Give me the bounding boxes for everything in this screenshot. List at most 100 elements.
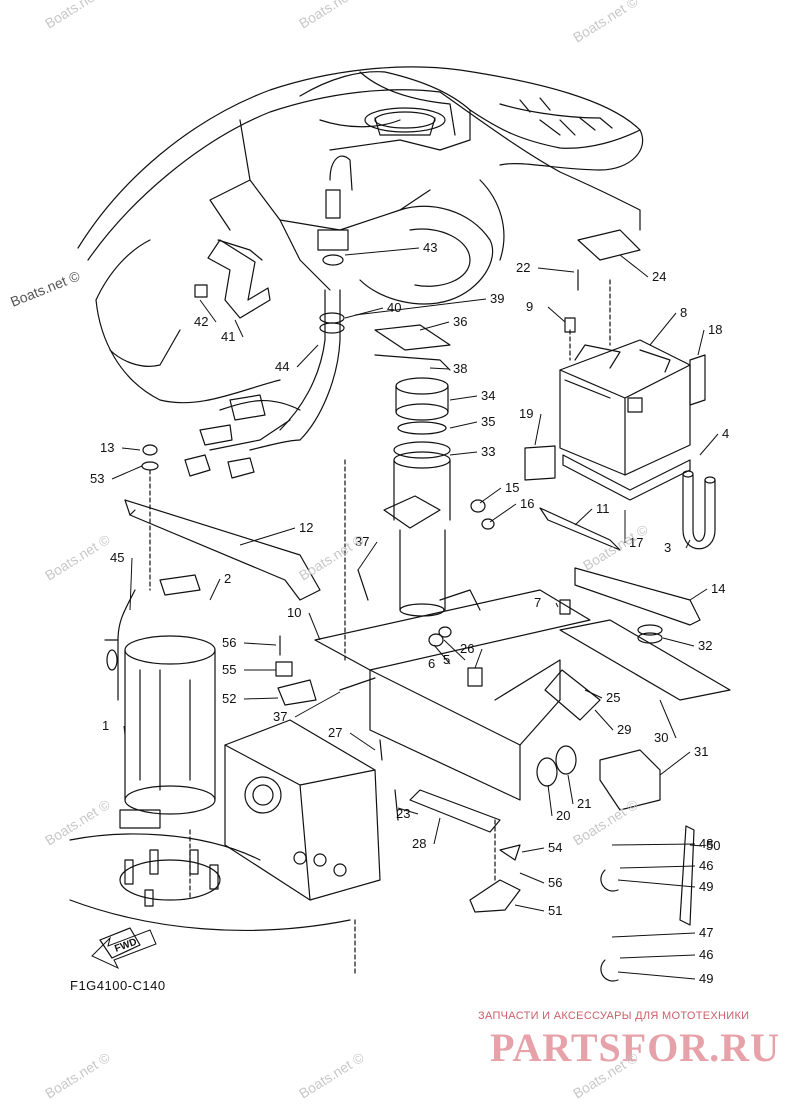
part-number-51: 51 <box>548 903 562 918</box>
bracket-31 <box>599 749 661 811</box>
callout-leader-46 <box>619 865 696 869</box>
callout-leader-52 <box>243 697 279 700</box>
pad-19 <box>524 445 556 481</box>
part-number-38: 38 <box>453 361 467 376</box>
part-number-30: 30 <box>654 730 668 745</box>
callout-leader-40 <box>344 307 384 319</box>
callout-leader-35 <box>449 421 478 429</box>
callout-leader-4 <box>699 433 719 456</box>
part-number-56: 56 <box>222 635 236 650</box>
part-number-17: 17 <box>629 535 643 550</box>
callout-leader-30 <box>659 699 677 739</box>
callout-leader-31 <box>659 751 691 776</box>
part-number-33: 33 <box>481 444 495 459</box>
callout-leader-13 <box>121 447 141 451</box>
part-number-21: 21 <box>577 796 591 811</box>
callout-leader-2 <box>209 578 221 601</box>
callout-leader-47 <box>611 932 696 938</box>
drawing-code: F1G4100-C140 <box>70 978 166 993</box>
part-number-44: 44 <box>275 359 289 374</box>
part-number-22: 22 <box>516 260 530 275</box>
callout-leader-49 <box>617 971 696 980</box>
callout-leader-45 <box>129 557 133 611</box>
callout-leader-29 <box>594 709 614 731</box>
part-number-36: 36 <box>453 314 467 329</box>
fwd-arrow-icon <box>91 929 157 970</box>
callout-leader-44 <box>296 344 319 368</box>
hull-outline <box>77 66 644 404</box>
part-number-40: 40 <box>387 300 401 315</box>
callout-leader-20 <box>547 784 553 817</box>
callout-leader-24 <box>619 254 649 278</box>
part-number-49: 49 <box>699 971 713 986</box>
guide-lines <box>149 279 611 976</box>
part-number-53: 53 <box>90 471 104 486</box>
pump-base <box>69 833 351 932</box>
part-number-50: 50 <box>706 838 720 853</box>
callout-leader-32 <box>662 637 695 647</box>
part-number-11: 11 <box>596 501 610 516</box>
part-number-35: 35 <box>481 414 495 429</box>
part-number-46: 46 <box>699 858 713 873</box>
callout-leader-56 <box>519 872 545 884</box>
callout-leader-14 <box>689 588 708 601</box>
part-number-47: 47 <box>699 925 713 940</box>
wire-harness <box>184 394 301 479</box>
part-number-9: 9 <box>526 299 533 314</box>
battery <box>559 339 691 501</box>
callout-leader-27 <box>349 732 376 751</box>
part-number-18: 18 <box>708 322 722 337</box>
callout-leader-33 <box>449 451 478 456</box>
callout-leader-54 <box>521 847 545 853</box>
part-number-13: 13 <box>100 440 114 455</box>
brand-subtitle: ЗАПЧАСТИ И АКСЕССУАРЫ ДЛЯ МОТОТЕХНИКИ <box>478 1010 750 1022</box>
filler-neck <box>279 107 446 441</box>
part-number-6: 6 <box>428 656 435 671</box>
part-number-10: 10 <box>287 605 301 620</box>
callout-leader-56 <box>243 642 277 646</box>
part-number-41: 41 <box>221 329 235 344</box>
callout-leader-48 <box>611 843 696 846</box>
callout-leader-7 <box>555 602 559 608</box>
part-number-43: 43 <box>423 240 437 255</box>
part-number-12: 12 <box>299 520 313 535</box>
part-number-46: 46 <box>699 947 713 962</box>
part-number-39: 39 <box>490 291 504 306</box>
callout-leader-51 <box>514 904 545 912</box>
part-number-25: 25 <box>606 690 620 705</box>
part-number-29: 29 <box>617 722 631 737</box>
callout-leader-12 <box>239 527 296 546</box>
part-number-15: 15 <box>505 480 519 495</box>
part-number-31: 31 <box>694 744 708 759</box>
callout-leader-37 <box>294 691 341 718</box>
callout-leader-16 <box>489 503 517 523</box>
callout-leader-8 <box>649 312 677 346</box>
callout-leader-15 <box>479 487 502 504</box>
part-number-26: 26 <box>460 641 474 656</box>
part-number-19: 19 <box>519 406 533 421</box>
part-number-49: 49 <box>699 879 713 894</box>
callout-leader-18 <box>697 329 705 356</box>
part-number-55: 55 <box>222 662 236 677</box>
part-number-32: 32 <box>698 638 712 653</box>
part-number-28: 28 <box>412 836 426 851</box>
callout-leader-25 <box>584 689 603 699</box>
callout-leader-26 <box>474 648 483 669</box>
bracket-41 <box>194 239 271 319</box>
callout-leader-6 <box>433 644 451 665</box>
callout-leader-39 <box>354 298 487 316</box>
callout-leader-9 <box>547 306 566 323</box>
pad-29 <box>544 669 601 721</box>
bracket-11 <box>539 507 621 551</box>
part-number-8: 8 <box>680 305 687 320</box>
part-number-48: 48 <box>699 836 713 851</box>
part-number-24: 24 <box>652 269 666 284</box>
callout-leader-38 <box>429 367 450 370</box>
electrical-box <box>224 719 381 901</box>
callout-leader-23 <box>397 807 419 815</box>
mounting-plate <box>314 589 591 801</box>
part-number-54: 54 <box>548 840 562 855</box>
part-number-16: 16 <box>520 496 534 511</box>
